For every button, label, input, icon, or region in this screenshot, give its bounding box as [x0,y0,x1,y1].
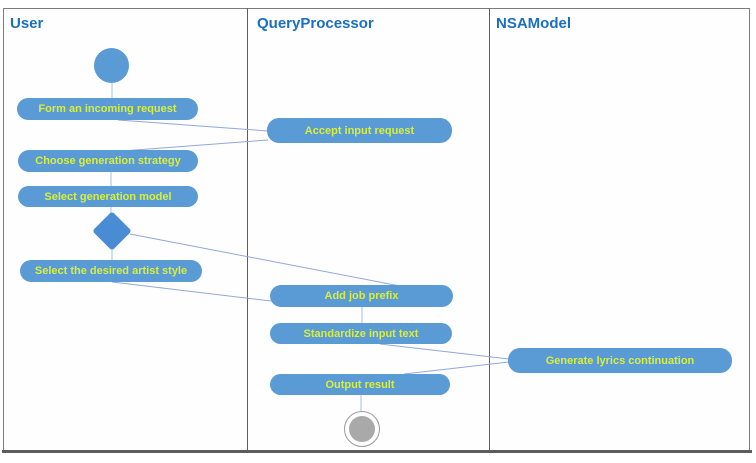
activity-generate-lyrics: Generate lyrics continuation [508,348,732,373]
activity-select-style: Select the desired artist style [20,260,202,282]
activity-accept-request: Accept input request [267,118,452,143]
frame-bottom-shadow [2,450,752,453]
activity-form-request: Form an incoming request [17,98,198,120]
end-node-core [349,416,375,442]
lane-divider-1 [247,8,248,450]
end-node-icon [344,411,380,447]
activity-standardize: Standardize input text [270,323,452,344]
lane-divider-2 [489,8,490,450]
start-node-icon [94,48,129,83]
activity-add-prefix: Add job prefix [270,285,453,307]
activity-choose-strategy: Choose generation strategy [18,150,198,172]
activity-output-result: Output result [270,374,450,395]
activity-select-model: Select generation model [18,186,198,207]
lane-header-queryprocessor: QueryProcessor [257,15,374,32]
lane-header-user: User [10,15,44,32]
lane-header-nsamodel: NSAModel [496,15,571,32]
